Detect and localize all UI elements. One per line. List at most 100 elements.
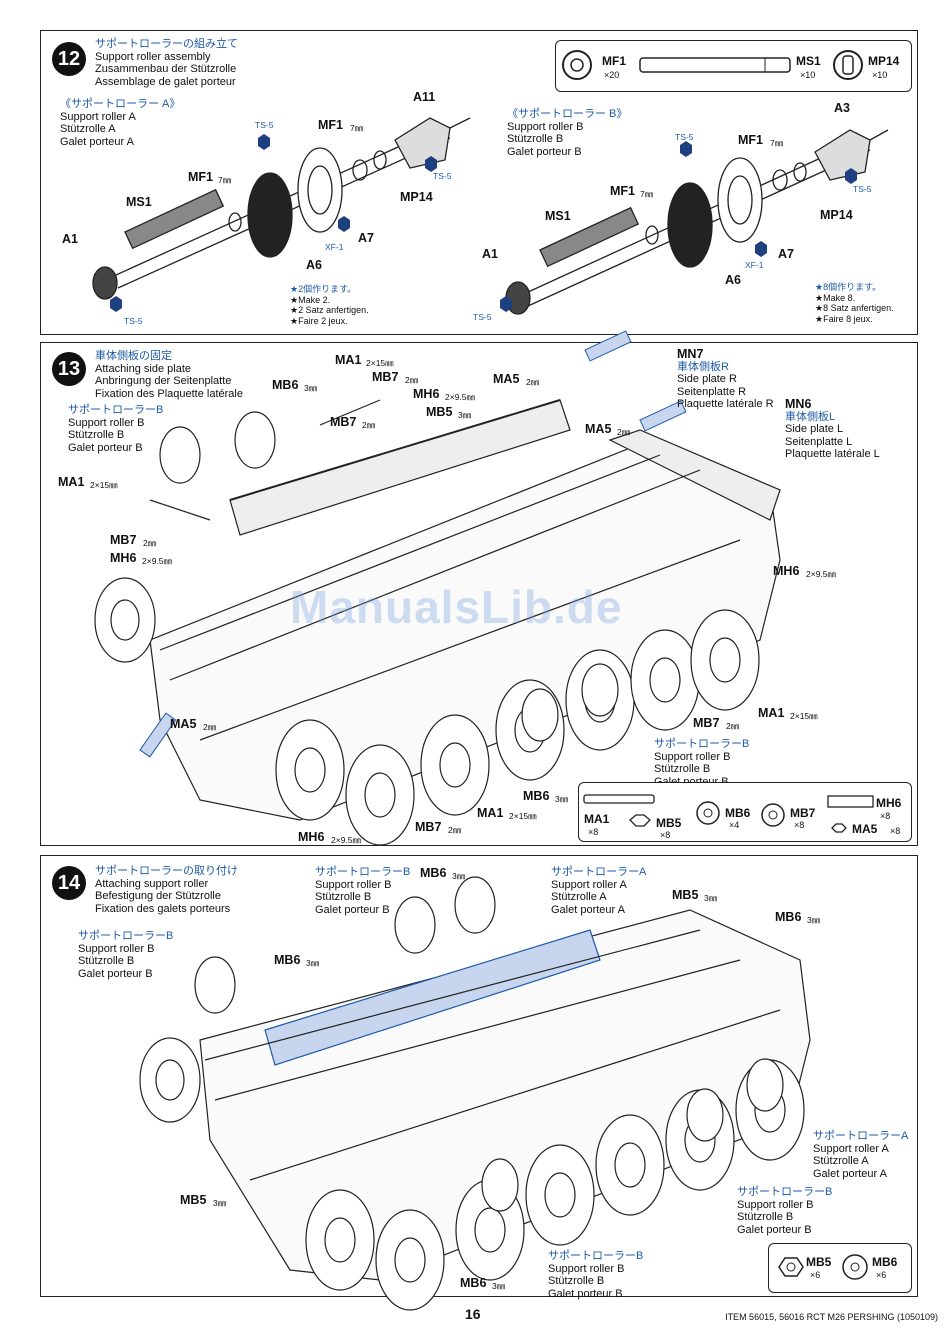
mn7-jp: 車体側板R (677, 360, 729, 373)
step-14-badge: 14 (52, 866, 86, 900)
s13-mh6-left-size: 2×9.5㎜ (142, 556, 173, 566)
step-12-title-fr: Assemblage de galet porteur (95, 75, 236, 88)
label-ms1-b: MS1 (545, 209, 571, 223)
s13-mb6-top: MB6 (272, 378, 299, 392)
step-13-title: 車体側板の固定 Attaching side plate Anbringung … (95, 350, 243, 400)
s14-roller-a-top: サポートローラーA Support roller A Stützrolle A … (551, 866, 646, 916)
mn7-de: Seitenplatte R (677, 385, 747, 398)
step-13-title-de: Anbringung der Seitenplatte (95, 375, 232, 387)
label-mf1-b-top: MF1 (738, 133, 763, 147)
s13-part-mb6-qty: ×4 (729, 820, 740, 830)
group-b-jp: 《サポートローラー B》 (507, 108, 628, 120)
group-b-en: Support roller B (507, 120, 584, 133)
step-14-title: サポートローラーの取り付け Attaching support roller B… (95, 865, 238, 915)
page-number: 16 (465, 1306, 481, 1322)
step-13-parts-box (578, 782, 912, 842)
label-ts5-b1: TS-5 (675, 132, 694, 142)
s14-rb2-en: Support roller B (78, 942, 155, 955)
note-a-de: ★2 Satz anfertigen. (290, 305, 369, 315)
s14-roller-a-right: サポートローラーA Support roller A Stützrolle A … (813, 1130, 908, 1180)
s14-ra2-en: Support roller A (813, 1142, 889, 1155)
step-13-roller-b2-de: Stützrolle B (654, 763, 711, 775)
s13-mb7-mid-size: 2㎜ (362, 420, 376, 430)
step-13-badge: 13 (52, 352, 86, 386)
s13-mb7-left: MB7 (110, 533, 137, 547)
s13-ma5-left: MA5 (170, 717, 197, 731)
s14-mb6-d-size: 3㎜ (492, 1281, 506, 1291)
label-a1-b: A1 (482, 247, 498, 261)
label-xf1-a: XF-1 (325, 242, 344, 252)
s14-roller-b-right: サポートローラーB Support roller B Stützrolle B … (737, 1186, 832, 1236)
label-a1-a: A1 (62, 232, 78, 246)
s13-ma1-bottom-size: 2×15㎜ (509, 811, 537, 821)
s13-mb7-bottom-size: 2㎜ (448, 825, 462, 835)
s13-mh6-right: MH6 (773, 564, 800, 578)
step-13-roller-b-label-2: サポートローラーB Support roller B Stützrolle B … (654, 738, 749, 788)
group-a-en: Support roller A (60, 110, 136, 123)
group-b-de: Stützrolle B (507, 133, 564, 145)
step-14-title-fr: Fixation des galets porteurs (95, 902, 231, 915)
s14-ra2-de: Stützrolle A (813, 1155, 869, 1167)
s13-ma5-top: MA5 (493, 372, 520, 386)
step-13-roller-b-de: Stützrolle B (68, 429, 125, 441)
s14-mb5-b-size: 3㎜ (213, 1198, 227, 1208)
label-ms1-a: MS1 (126, 195, 152, 209)
support-roller-a-heading: 《サポートローラー A》 Support roller A Stützrolle… (60, 98, 180, 148)
s14-mb6-b: MB6 (775, 910, 802, 924)
s13-mh6-bottom-size: 2×9.5㎜ (331, 835, 362, 845)
mn7-label: MN7 車体側板R Side plate R Seitenplatte R Pl… (677, 348, 774, 411)
s14-rb4-de: Stützrolle B (548, 1275, 605, 1287)
s13-mb7-top: MB7 (372, 370, 399, 384)
label-mf1-a-top: MF1 (318, 118, 343, 132)
s13-part-ma1: MA1 (584, 812, 610, 826)
label-mf1-a: MF1 (188, 170, 213, 184)
note-b-de: ★8 Satz anfertigen. (815, 303, 894, 313)
mn7-fr: Plaquette latérale R (677, 398, 774, 410)
part-qty-mf1: ×20 (604, 70, 620, 80)
step-13-roller-b-label: サポートローラーB Support roller B Stützrolle B … (68, 404, 163, 454)
mn6-jp: 車体側板L (785, 410, 836, 423)
group-a-jp: 《サポートローラー A》 (60, 98, 181, 110)
s14-roller-b-left: サポートローラーB Support roller B Stützrolle B … (78, 930, 173, 980)
label-ts5-b2: TS-5 (853, 184, 872, 194)
s14-mb5-a-size: 3㎜ (704, 893, 718, 903)
s14-mb6-c: MB6 (274, 953, 301, 967)
s13-mb7-right: MB7 (693, 716, 720, 730)
label-a11: A11 (413, 90, 436, 104)
s14-rb1-fr: Galet porteur B (315, 903, 390, 916)
s13-part-mh6: MH6 (876, 796, 902, 810)
label-mp14-a: MP14 (400, 190, 433, 204)
s14-mb6-b-size: 3㎜ (807, 915, 821, 925)
note-a-en: ★Make 2. (290, 294, 331, 305)
mn6-fr: Plaquette latérale L (785, 448, 880, 460)
watermark: ManualsLib.de (290, 581, 623, 633)
step-13-roller-b2-jp: サポートローラーB (654, 738, 750, 750)
note-a-fr: ★Faire 2 jeux. (290, 315, 348, 326)
s14-part-mb5: MB5 (806, 1255, 832, 1269)
s14-mb6-a-size: 3㎜ (452, 871, 466, 881)
s13-mh6-right-size: 2×9.5㎜ (806, 569, 837, 579)
s14-rb4-jp: サポートローラーB (548, 1250, 644, 1262)
s13-part-ma5: MA5 (852, 822, 878, 836)
part-qty-ms1: ×10 (800, 70, 816, 80)
label-mf1-a-top-size: 7㎜ (350, 123, 364, 133)
s13-mh6-bottom: MH6 (298, 830, 325, 844)
step-14-title-de: Befestigung der Stützrolle (95, 890, 221, 902)
s13-mb7-mid: MB7 (330, 415, 357, 429)
label-a6-b: A6 (725, 273, 741, 287)
step-13-roller-b-fr: Galet porteur B (68, 441, 143, 454)
s13-mh6-top: MH6 (413, 387, 440, 401)
group-a-de: Stützrolle A (60, 123, 116, 135)
note-b-fr: ★Faire 8 jeux. (815, 313, 873, 324)
s14-mb6-c-size: 3㎜ (306, 958, 320, 968)
label-mf1-b: MF1 (610, 184, 635, 198)
label-a3: A3 (834, 101, 850, 115)
s13-ma5-left-size: 2㎜ (203, 722, 217, 732)
label-mf1-b-top-size: 7㎜ (770, 138, 784, 148)
step-13-roller-b-jp: サポートローラーB (68, 404, 164, 416)
part-name-mf1: MF1 (602, 54, 626, 68)
step-14-title-en: Attaching support roller (95, 877, 209, 890)
group-a-fr: Galet porteur A (60, 135, 134, 148)
label-a7-b: A7 (778, 247, 794, 261)
step-12-title-de: Zusammenbau der Stützrolle (95, 63, 237, 75)
